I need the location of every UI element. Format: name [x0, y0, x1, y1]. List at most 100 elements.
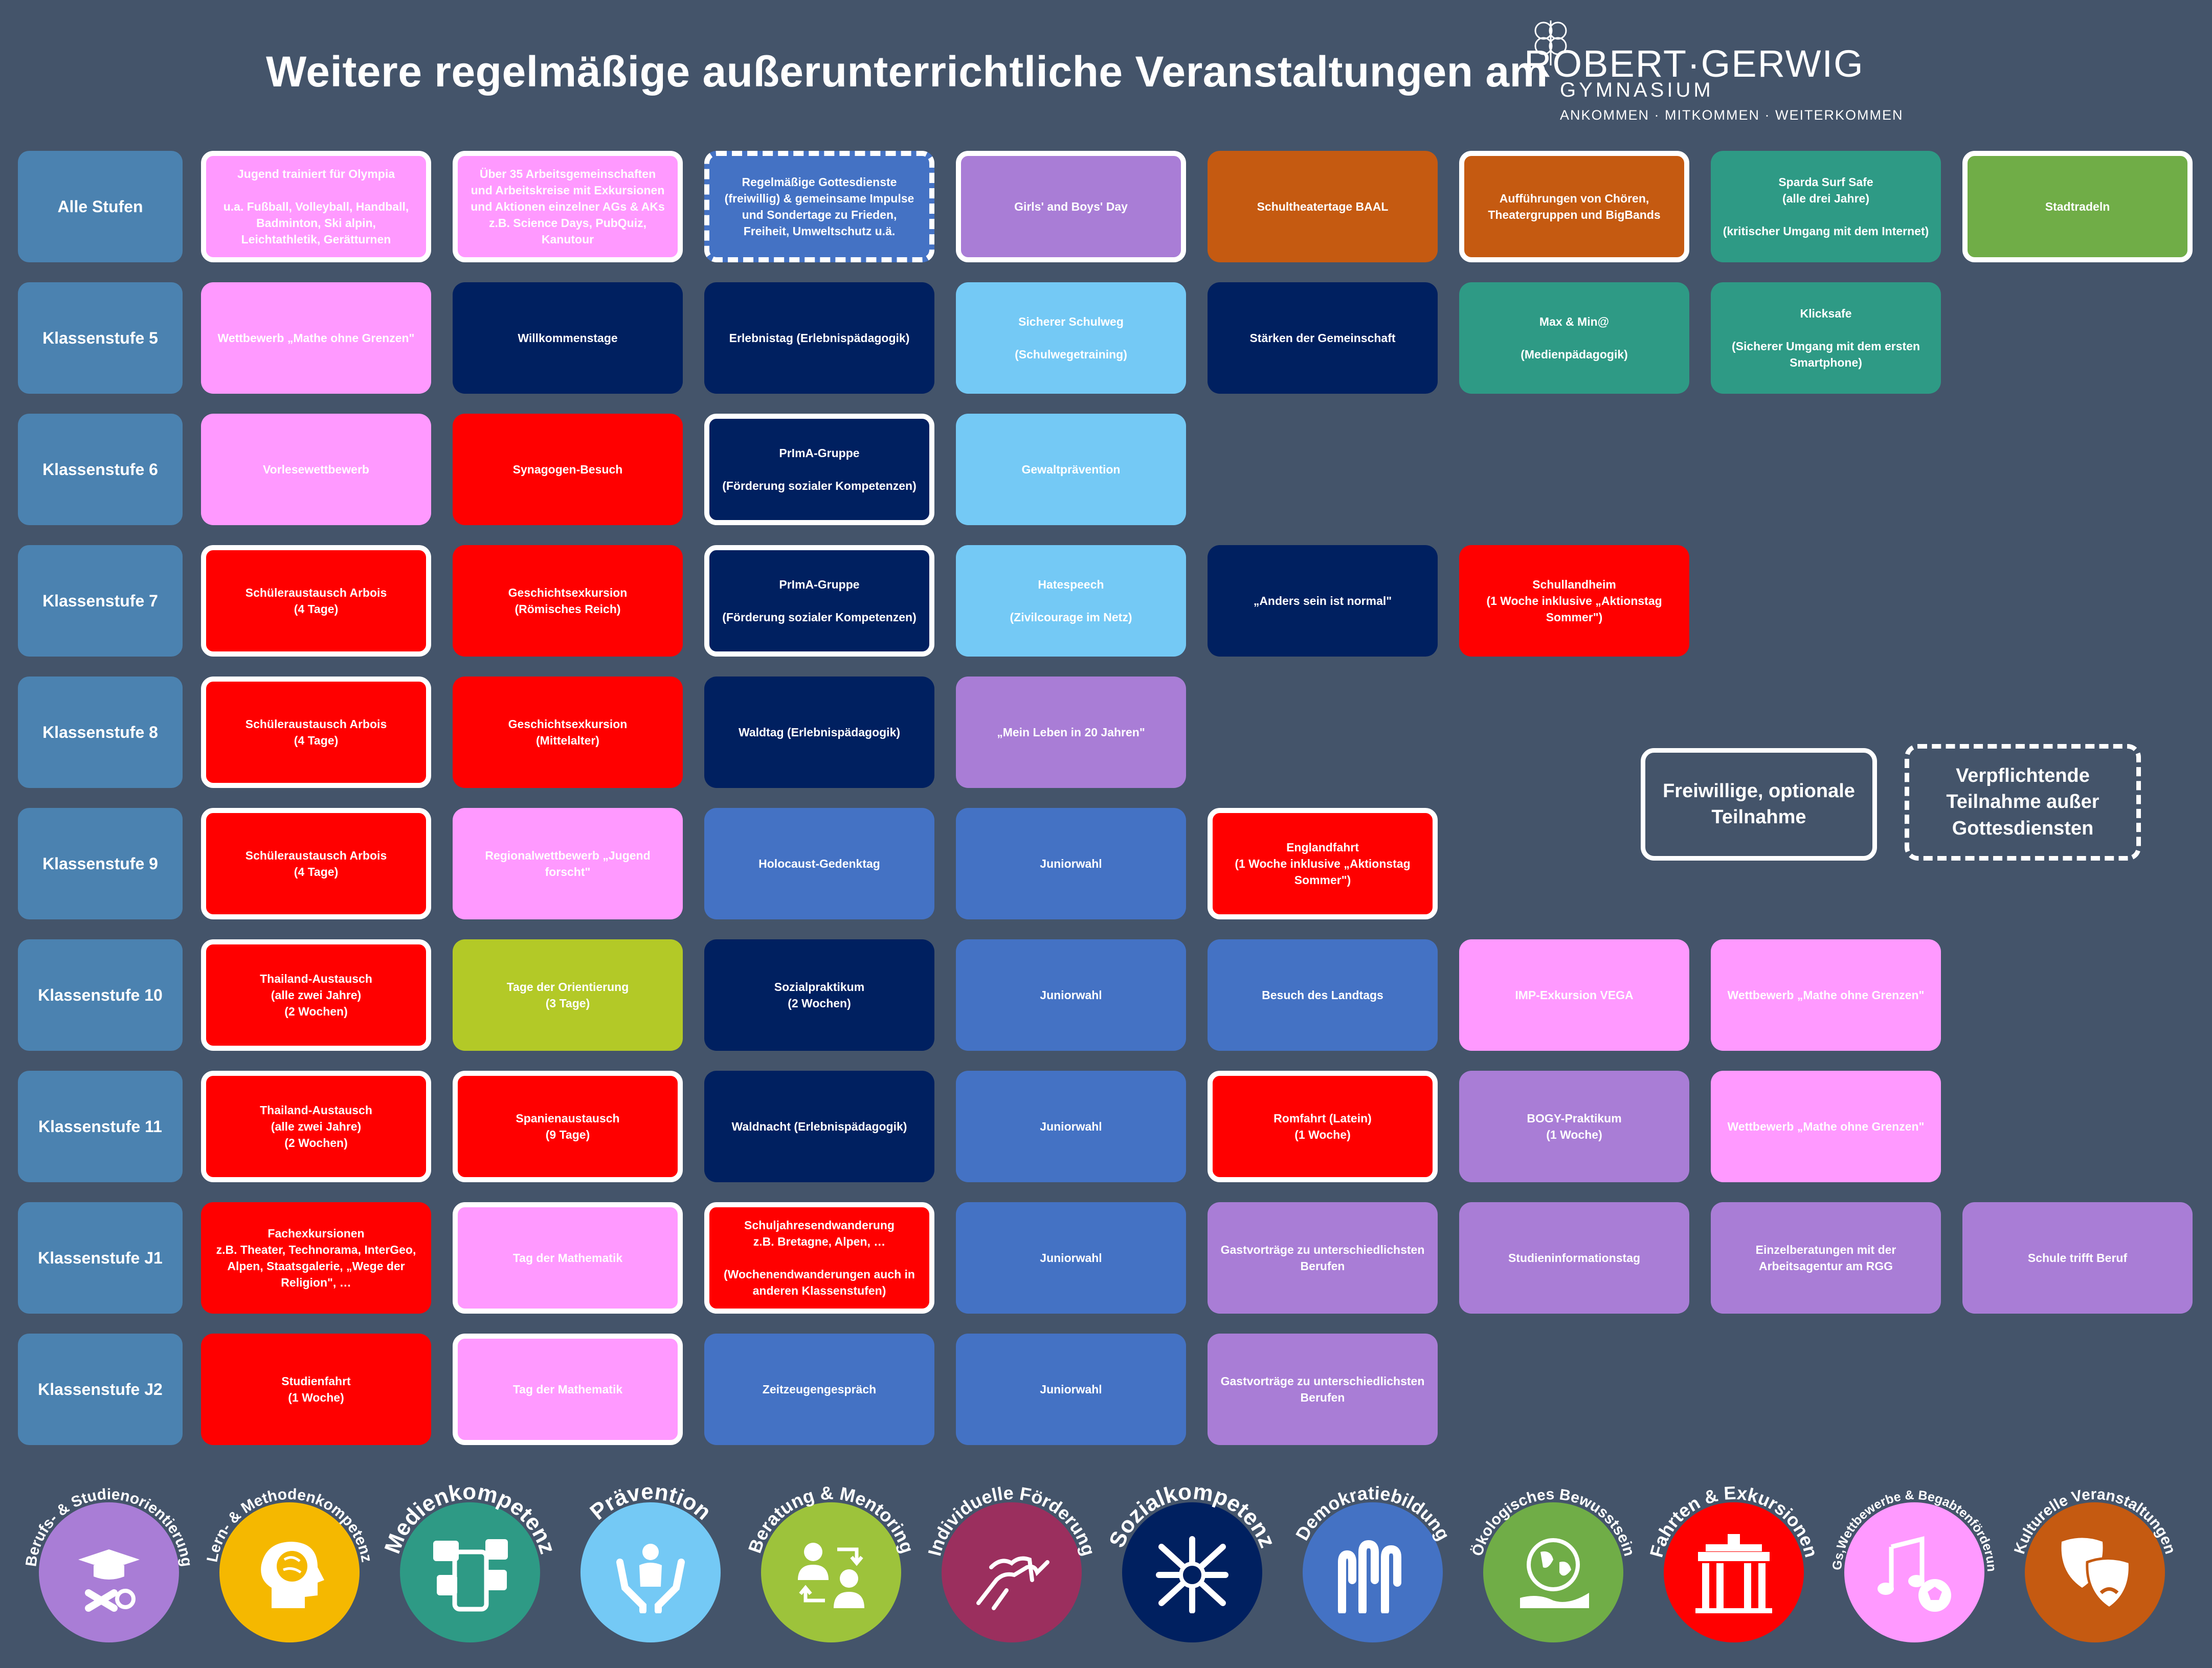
theater-masks-icon [2061, 1538, 2131, 1610]
logo-subtitle: GYMNASIUM [1560, 79, 1714, 101]
event-card: Juniorwahl [956, 939, 1186, 1051]
brandenburg-gate-icon [1695, 1534, 1772, 1613]
event-card: Juniorwahl [956, 1334, 1186, 1445]
competency-label-arc: AGs,Wettbewerbe & Begabtenförderung [1825, 1467, 1999, 1572]
music-football-icon [1878, 1536, 1951, 1612]
event-card: „Anders sein ist normal" [1208, 545, 1438, 657]
row-label: Klassenstufe J2 [18, 1334, 183, 1445]
row-label: Klassenstufe 8 [18, 677, 183, 788]
event-card: Schüleraustausch Arbois (4 Tage) [201, 677, 431, 788]
event-card: Aufführungen von Chören, Theatergruppen … [1459, 151, 1689, 262]
event-card: Besuch des Landtags [1208, 939, 1438, 1051]
event-card: Tag der Mathematik [453, 1334, 683, 1445]
competency-badge: Prävention [566, 1478, 735, 1647]
competency-label-arc: Medienkompetenz [379, 1479, 560, 1557]
competency-label-arc: Demokratiebildung [1291, 1482, 1454, 1544]
event-card: Geschichtsexkursion (Römisches Reich) [453, 545, 683, 657]
competency-label-arc: Individuelle Förderung [924, 1482, 1100, 1558]
event-card: PrImA-Gruppe (Förderung sozialer Kompete… [704, 545, 934, 657]
event-card: Erlebnistag (Erlebnispädagogik) [704, 282, 934, 394]
row-label: Klassenstufe 7 [18, 545, 183, 657]
event-card: Wettbewerb „Mathe ohne Grenzen" [1711, 939, 1941, 1051]
competency-badge: Medienkompetenz [379, 1478, 561, 1647]
event-card: Stärken der Gemeinschaft [1208, 282, 1438, 394]
event-card: Schüleraustausch Arbois (4 Tage) [201, 808, 431, 919]
event-card: Fachexkursionen z.B. Theater, Technorama… [201, 1202, 431, 1314]
competency-label-arc: Beratung & Mentoring [744, 1482, 919, 1556]
row-label: Klassenstufe 11 [18, 1071, 183, 1182]
helping-hands-icon [976, 1556, 1049, 1610]
event-card: Romfahrt (Latein) (1 Woche) [1208, 1071, 1438, 1182]
event-card: Studienfahrt (1 Woche) [201, 1334, 431, 1445]
competency-circle [1483, 1502, 1623, 1642]
event-card: Spanienaustausch (9 Tage) [453, 1071, 683, 1182]
legend-mandatory: Verpflichtende Teilnahme außer Gottesdie… [1905, 744, 2141, 861]
event-card: Synagogen-Besuch [453, 414, 683, 525]
event-card: Juniorwahl [956, 1071, 1186, 1182]
event-card: Willkommenstage [453, 282, 683, 394]
clover-logo-icon [1534, 20, 1567, 65]
event-card: Vorlesewettbewerb [201, 414, 431, 525]
event-card: Regelmäßige Gottesdienste (freiwillig) &… [704, 151, 934, 262]
event-card: Geschichtsexkursion (Mittelalter) [453, 677, 683, 788]
competency-badge: Beratung & Mentoring [744, 1478, 919, 1647]
row-label: Alle Stufen [18, 151, 183, 262]
event-card: Thailand-Austausch (alle zwei Jahre) (2 … [201, 1071, 431, 1182]
event-card: Gastvorträge zu unterschiedlichsten Beru… [1208, 1202, 1438, 1314]
event-card: Klicksafe (Sicherer Umgang mit dem erste… [1711, 282, 1941, 394]
event-card: Schullandheim (1 Woche inklusive „Aktion… [1459, 545, 1689, 657]
event-card: „Mein Leben in 20 Jahren" [956, 677, 1186, 788]
event-card: Hatespeech (Zivilcourage im Netz) [956, 545, 1186, 657]
event-card: Wettbewerb „Mathe ohne Grenzen" [1711, 1071, 1941, 1182]
event-card: Waldtag (Erlebnispädagogik) [704, 677, 934, 788]
event-card: Jugend trainiert für Olympia u.a. Fußbal… [201, 151, 431, 262]
competency-badge: Lern- & Methodenkompetenz [204, 1478, 375, 1647]
competency-badge: Ökologisches Bewusstsein [1469, 1478, 1638, 1647]
event-card: Schule trifft Beruf [1962, 1202, 2193, 1314]
event-card: Wettbewerb „Mathe ohne Grenzen" [201, 282, 431, 394]
event-card: Sicherer Schulweg (Schulwegetraining) [956, 282, 1186, 394]
logo-tagline: ANKOMMEN · MITKOMMEN · WEITERKOMMEN [1560, 107, 1904, 123]
competency-badge: Berufs- & Studienorientierung [23, 1478, 195, 1647]
event-card: Stadtradeln [1962, 151, 2193, 262]
row-label: Klassenstufe 9 [18, 808, 183, 919]
competency-circle [942, 1502, 1082, 1642]
legend-optional: Freiwillige, optionale Teilnahme [1641, 748, 1877, 861]
protecting-hands-icon [616, 1544, 685, 1613]
event-card: BOGY-Praktikum (1 Woche) [1459, 1071, 1689, 1182]
competency-badge: Sozialkompetenz [1104, 1478, 1280, 1647]
row-label: Klassenstufe 10 [18, 939, 183, 1051]
event-card: Sparda Surf Safe (alle drei Jahre) (krit… [1711, 151, 1941, 262]
raised-hands-icon [1338, 1540, 1401, 1613]
event-card: Studieninformationstag [1459, 1202, 1689, 1314]
school-logo: ROBERT·GERWIG GYMNASIUM ANKOMMEN · MITKO… [1524, 15, 1902, 128]
event-card: Tage der Orientierung (3 Tage) [453, 939, 683, 1051]
event-card: Max & Min@ (Medienpädagogik) [1459, 282, 1689, 394]
competency-label-arc: Ökologisches Bewusstsein [1469, 1486, 1638, 1558]
competency-badge: Kulturelle Veranstaltungen [2010, 1478, 2179, 1647]
competency-circle [1844, 1502, 1984, 1642]
event-card: Schuljahresendwanderung z.B. Bretagne, A… [704, 1202, 934, 1314]
event-card: Schultheatertage BAAL [1208, 151, 1438, 262]
event-card: Girls' and Boys' Day [956, 151, 1186, 262]
joined-hands-icon [1156, 1536, 1228, 1613]
event-card: Schüleraustausch Arbois (4 Tage) [201, 545, 431, 657]
competency-badge: Fahrten & Exkursionen [1645, 1478, 1822, 1647]
row-label: Klassenstufe 5 [18, 282, 183, 394]
event-card: Juniorwahl [956, 1202, 1186, 1314]
competency-label: Prävention [585, 1479, 716, 1525]
competency-circle [761, 1502, 901, 1642]
competency-badge: Individuelle Förderung [924, 1478, 1100, 1647]
event-card: Regionalwettbewerb „Jugend forscht" [453, 808, 683, 919]
competency-badge: AGs,Wettbewerbe & Begabtenförderung [1825, 1467, 1999, 1647]
event-card: Tag der Mathematik [453, 1202, 683, 1314]
logo-wordmark: ROBERT·GERWIG [1524, 42, 1864, 85]
competency-badge: Demokratiebildung [1288, 1478, 1457, 1647]
event-card: Gewaltprävention [956, 414, 1186, 525]
event-card: Zeitzeugengespräch [704, 1334, 934, 1445]
graduation-tools-icon [78, 1549, 140, 1612]
brain-head-icon [261, 1542, 324, 1608]
event-card: Juniorwahl [956, 808, 1186, 919]
globe-hand-icon [1520, 1538, 1589, 1608]
